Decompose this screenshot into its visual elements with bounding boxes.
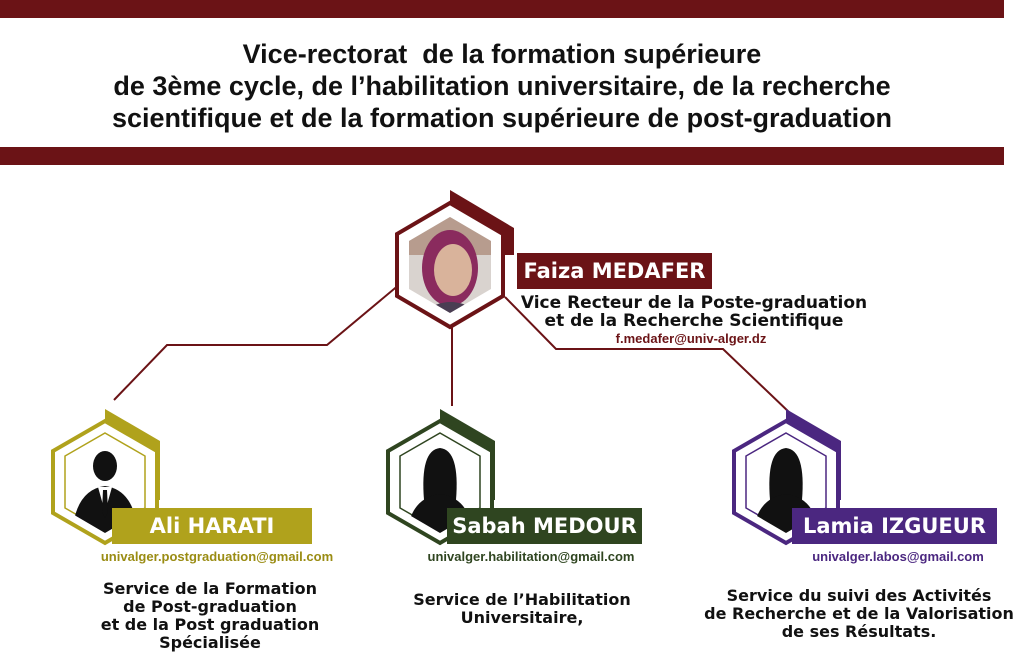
title-line: Vice-rectorat de la formation supérieure: [242, 39, 762, 69]
service-2-role: Service de l’Habilitation Universitaire,: [386, 591, 658, 627]
head-email: f.medafer@univ-alger.dz: [615, 331, 767, 346]
service-3-name-badge: Lamia IZGUEUR: [792, 508, 997, 544]
service-1-role-line: Service de la Formation: [103, 579, 317, 598]
header-top-bar: [0, 0, 1004, 18]
title-line: scientifique et de la formation supérieu…: [111, 103, 893, 133]
head-role: Vice Recteur de la Poste-graduation et d…: [516, 294, 872, 330]
header-bottom-bar: [0, 147, 1004, 165]
service-1-role-line: Spécialisée: [159, 633, 261, 652]
title-line: de 3ème cycle, de l’habilitation univers…: [113, 71, 891, 101]
service-3-role: Service du suivi des Activités de Recher…: [698, 587, 1020, 641]
head-name-badge: Faiza MEDAFER: [517, 253, 712, 289]
service-1-email: univalger.postgraduation@gmail.com: [100, 549, 334, 564]
service-2-role-line: Universitaire,: [460, 608, 584, 627]
service-3-role-line: de ses Résultats.: [781, 622, 937, 641]
service-1-role-line: et de la Post graduation: [100, 615, 320, 634]
page-title: Vice-rectorat de la formation supérieure…: [0, 38, 1004, 134]
service-1-name-badge: Ali HARATI: [112, 508, 312, 544]
connector-right: [504, 296, 792, 415]
service-3-role-line: Service du suivi des Activités: [726, 586, 992, 605]
service-1-role-line: de Post-graduation: [123, 597, 297, 616]
connector-left: [113, 283, 401, 401]
service-2-name-badge: Sabah MEDOUR: [447, 508, 642, 544]
service-3-role-line: de Recherche et de la Valorisation: [704, 604, 1014, 623]
head-role-line: Vice Recteur de la Poste-graduation: [520, 293, 868, 313]
service-2-role-line: Service de l’Habilitation: [413, 590, 631, 609]
service-1-role: Service de la Formation de Post-graduati…: [70, 580, 350, 652]
head-node: [395, 190, 514, 330]
service-2-email: univalger.habilitation@gmail.com: [427, 549, 635, 564]
head-role-line: et de la Recherche Scientifique: [544, 311, 844, 331]
service-3-email: univalger.labos@gmail.com: [812, 549, 984, 564]
